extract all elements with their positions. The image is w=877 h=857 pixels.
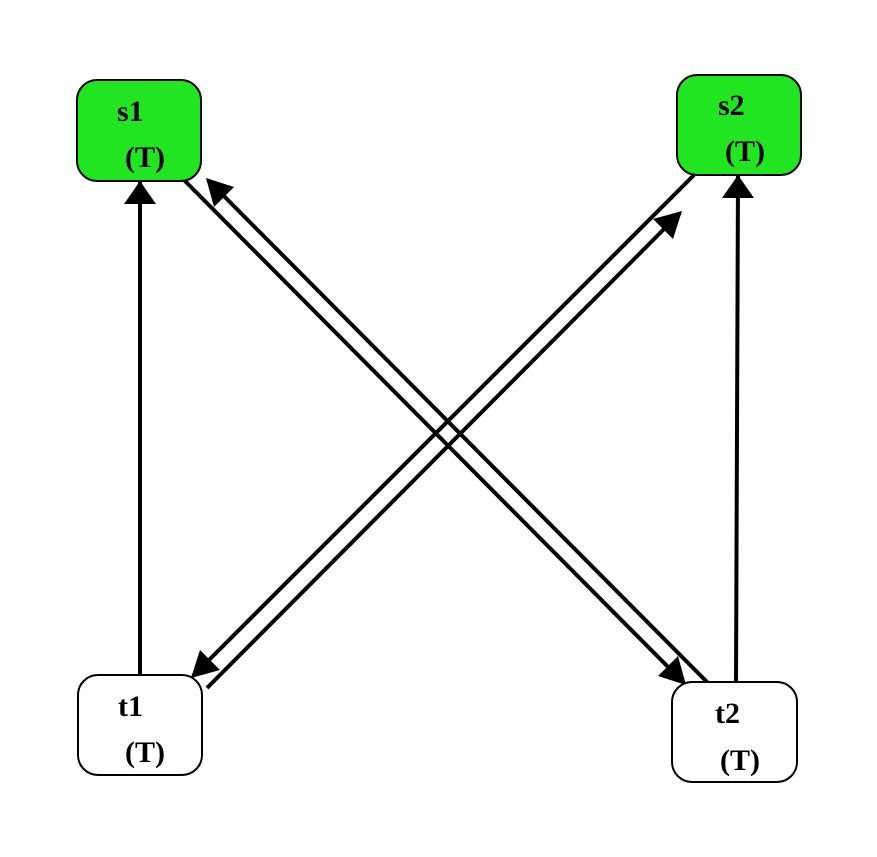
node-s2-subtitle: (T) xyxy=(725,135,765,168)
edge-t1-to-s2 xyxy=(205,211,682,690)
node-layer: s1 (T) s2 (T) t1 (T) t2 (T) xyxy=(76,74,802,783)
arrowhead-t1-to-s2 xyxy=(653,211,682,239)
arrowhead-t1-to-s1 xyxy=(124,181,156,204)
node-t1[interactable]: t1 (T) xyxy=(77,674,203,776)
node-s1-box xyxy=(76,79,202,182)
node-s2[interactable]: s2 (T) xyxy=(676,74,802,176)
node-s1-subtitle: (T) xyxy=(125,141,165,174)
edge-t2-to-s2 xyxy=(734,175,740,683)
edge-s1-to-t2 xyxy=(182,178,686,685)
node-s1-name: s1 xyxy=(117,95,144,128)
node-s2-name: s2 xyxy=(718,89,745,122)
node-s1[interactable]: s1 (T) xyxy=(76,79,202,182)
arrowhead-s2-to-t1 xyxy=(191,650,220,678)
node-s2-box xyxy=(676,74,802,176)
edge-t2-to-s1 xyxy=(206,178,710,685)
node-t1-box xyxy=(77,674,203,776)
edge-layer xyxy=(124,173,754,690)
node-t1-subtitle: (T) xyxy=(125,736,165,769)
arrowhead-t2-to-s2 xyxy=(722,175,754,198)
node-t2-name: t2 xyxy=(715,697,740,730)
node-t1-name: t1 xyxy=(118,690,143,723)
node-t2[interactable]: t2 (T) xyxy=(671,681,798,783)
node-t2-box xyxy=(671,681,798,783)
node-t2-subtitle: (T) xyxy=(720,744,760,777)
arrowhead-s1-to-t2 xyxy=(658,656,686,685)
edge-s2-to-t1 xyxy=(191,173,696,678)
arrowhead-t2-to-s1 xyxy=(206,178,234,207)
